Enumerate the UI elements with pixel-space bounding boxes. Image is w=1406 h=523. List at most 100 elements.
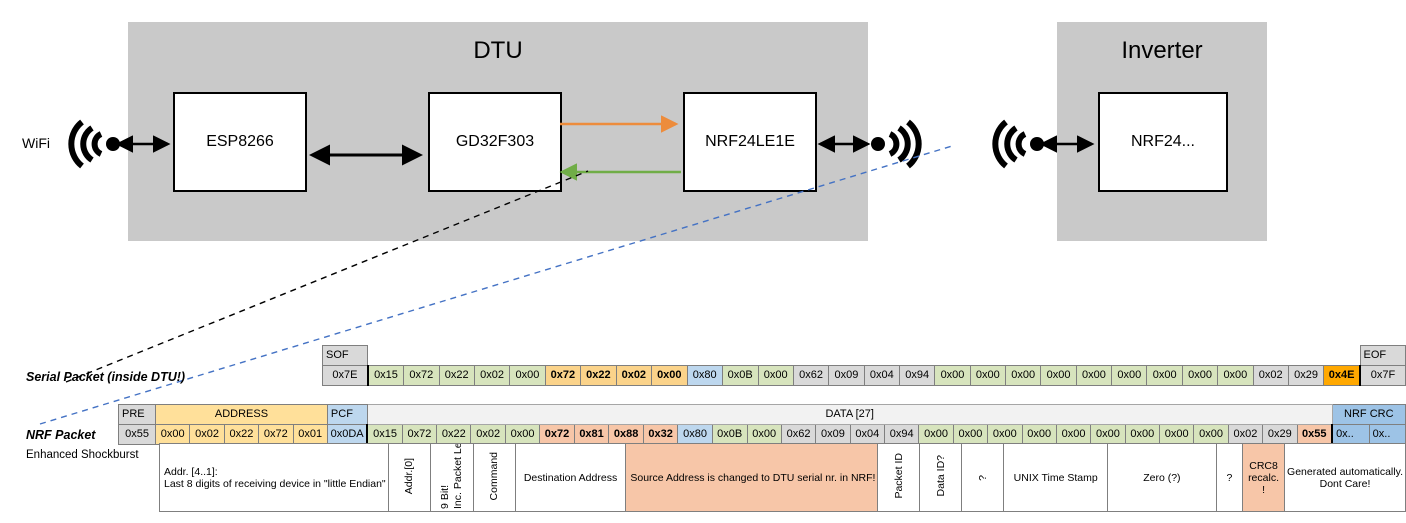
nrf-address-value-0: 0x00 — [155, 424, 191, 445]
desc-packet-id-text: Packet ID — [892, 453, 905, 499]
nrf-address-header: ADDRESS — [155, 404, 328, 425]
nrf-data-cell-18: 0x00 — [987, 424, 1023, 445]
nrf-data-cell-11: 0x00 — [746, 424, 782, 445]
nrf-packet-header-row: PRE ADDRESS PCF DATA [27] NRF CRC — [117, 404, 1406, 425]
desc-tilde: ? — [961, 443, 1005, 512]
nrf-data-cell-2: 0x22 — [436, 424, 472, 445]
serial-data-cell-24: 0x00 — [1217, 365, 1254, 386]
chip-esp8266-label: ESP8266 — [206, 133, 274, 150]
serial-sof-header: SOF — [321, 345, 369, 366]
desc-data-id-text: Data ID? — [934, 455, 947, 497]
inverter-title: Inverter — [1121, 37, 1203, 64]
desc-pre-spacer — [118, 444, 160, 512]
nrf-pcf-value: 0x0DA — [326, 424, 368, 445]
serial-data-cell-10: 0x0B — [721, 365, 759, 386]
nrf-data-cell-3: 0x02 — [470, 424, 506, 445]
nrf-pcf-header: PCF — [326, 404, 368, 425]
chip-gd32f303-label: GD32F303 — [455, 133, 535, 150]
desc-addr0-text: Addr.[0] — [403, 457, 416, 495]
rf-antenna-dtu-icon — [871, 119, 922, 169]
desc-question: ? — [1215, 443, 1244, 512]
nrf-crc-value-1: 0x.. — [1368, 424, 1406, 445]
field-description-table: Addr. [4..1]:Last 8 digits of receiving … — [118, 443, 1406, 512]
desc-packet-length-bits: 9 Bit! — [439, 484, 452, 509]
serial-data-cell-8: 0x00 — [651, 365, 688, 386]
nrf-data-cell-10: 0x0B — [711, 424, 748, 445]
serial-data-cell-7: 0x02 — [615, 365, 653, 386]
nrf-data-cell-8: 0x32 — [642, 424, 679, 445]
serial-data-cell-12: 0x62 — [792, 365, 830, 386]
nrf-data-cell-17: 0x00 — [952, 424, 989, 445]
serial-data-cell-19: 0x00 — [1040, 365, 1077, 386]
desc-tilde-text: ? — [976, 474, 989, 481]
serial-sof-value: 0x7E — [321, 365, 369, 386]
desc-source-text: Source Address is changed to DTU serial … — [630, 471, 876, 484]
nrf-data-cell-1: 0x72 — [401, 424, 438, 445]
nrf-data-cell-27: 0x55 — [1296, 424, 1334, 445]
nrf-data-cell-6: 0x81 — [573, 424, 610, 445]
nrf-data-cell-20: 0x00 — [1055, 424, 1092, 445]
desc-crc-auto-text: Generated automatically.Dont Care! — [1287, 465, 1403, 490]
nrf-data-cell-0: 0x15 — [366, 424, 403, 445]
nrf-data-cell-25: 0x02 — [1227, 424, 1264, 445]
nrf-data-cell-5: 0x72 — [539, 424, 575, 445]
serial-data-cell-0: 0x15 — [366, 365, 405, 386]
serial-data-cell-5: 0x72 — [544, 365, 582, 386]
nrf-data-cell-26: 0x29 — [1262, 424, 1298, 445]
nrf-data-cell-23: 0x00 — [1159, 424, 1195, 445]
desc-packet-length-text: Inc. Packet Length — [452, 443, 465, 509]
rf-antenna-inverter-icon — [992, 119, 1044, 169]
serial-eof-header: EOF — [1359, 345, 1406, 366]
nrf-data-cell-12: 0x62 — [780, 424, 817, 445]
nrf-data-cell-22: 0x00 — [1124, 424, 1161, 445]
serial-data-cell-20: 0x00 — [1075, 365, 1113, 386]
nrf-address-value-3: 0x72 — [258, 424, 294, 445]
nrf-data-cell-16: 0x00 — [918, 424, 954, 445]
serial-data-cell-16: 0x00 — [934, 365, 971, 386]
chip-nrf24le1e-label: NRF24LE1E — [705, 133, 795, 150]
serial-data-cell-25: 0x02 — [1252, 365, 1289, 386]
nrf-data-cell-15: 0x94 — [884, 424, 920, 445]
chip-nrf24: NRF24... — [1098, 92, 1228, 192]
desc-address: Addr. [4..1]:Last 8 digits of receiving … — [159, 443, 389, 512]
nrf-data-cell-13: 0x09 — [815, 424, 851, 445]
serial-data-cell-2: 0x22 — [438, 365, 475, 386]
serial-header-spacer — [367, 345, 1360, 366]
desc-data-id: Data ID? — [919, 443, 963, 512]
nrf-crc-value-0: 0x.. — [1331, 424, 1370, 445]
chip-gd32f303: GD32F303 — [428, 92, 562, 192]
serial-data-cell-4: 0x00 — [509, 365, 546, 386]
nrf-data-cell-24: 0x00 — [1193, 424, 1229, 445]
nrf-packet-label: NRF Packet — [26, 428, 96, 442]
serial-eof-value: 0x7F — [1359, 365, 1406, 386]
serial-data-cell-15: 0x94 — [898, 365, 936, 386]
serial-data-cell-18: 0x00 — [1005, 365, 1042, 386]
desc-zero: Zero (?) — [1106, 443, 1217, 512]
nrf-data-cell-14: 0x04 — [849, 424, 886, 445]
desc-packet-length: 9 Bit! Inc. Packet Length — [429, 443, 474, 512]
nrf-pre-header: PRE — [117, 404, 157, 425]
serial-data-cell-26: 0x29 — [1287, 365, 1325, 386]
nrf-packet-table: PRE ADDRESS PCF DATA [27] NRF CRC 0x55 0… — [117, 404, 1406, 445]
serial-data-cell-3: 0x02 — [473, 365, 511, 386]
nrf-crc-header: NRF CRC — [1331, 404, 1406, 425]
desc-source: Source Address is changed to DTU serial … — [625, 443, 879, 512]
nrf-data-cell-19: 0x00 — [1021, 424, 1057, 445]
desc-address-text: Addr. [4..1]:Last 8 digits of receiving … — [164, 465, 386, 490]
serial-data-cell-27: 0x4E — [1323, 365, 1362, 386]
serial-data-cell-6: 0x22 — [580, 365, 617, 386]
serial-packet-label: Serial Packet (inside DTU!) — [26, 370, 186, 384]
nrf-address-value-4: 0x01 — [292, 424, 328, 445]
nrf-data-cell-21: 0x00 — [1090, 424, 1126, 445]
desc-destination: Destination Address — [514, 443, 627, 512]
serial-data-cell-23: 0x00 — [1181, 365, 1219, 386]
desc-timestamp: UNIX Time Stamp — [1003, 443, 1108, 512]
desc-crc-auto: Generated automatically.Dont Care! — [1284, 443, 1406, 512]
chip-esp8266: ESP8266 — [173, 92, 307, 192]
nrf-data-cell-4: 0x00 — [504, 424, 541, 445]
nrf-address-value-1: 0x02 — [189, 424, 225, 445]
